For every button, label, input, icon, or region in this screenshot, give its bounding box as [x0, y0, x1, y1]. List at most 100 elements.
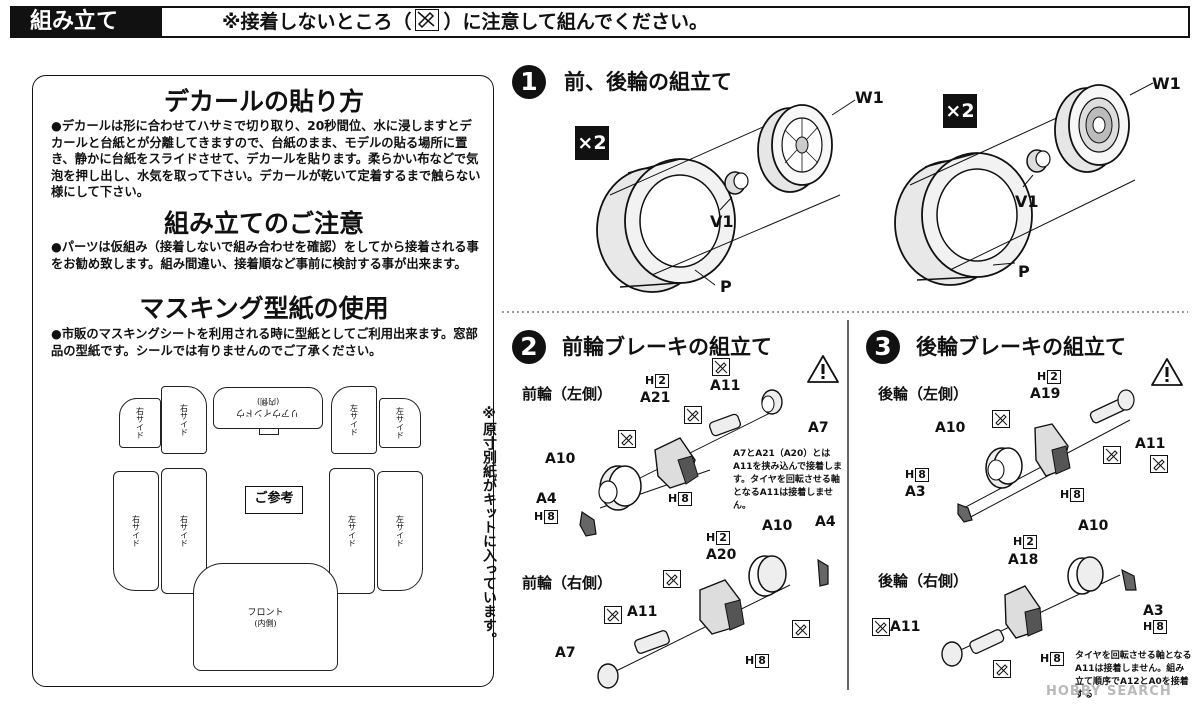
- h-number: 8: [1050, 652, 1064, 666]
- front-brake-diagram: [579, 389, 829, 689]
- decal-body: ●デカールは形に合わせてハサミで切り取り、20秒間位、水に浸しますとデカールと台…: [51, 119, 481, 199]
- template-rear-window-sub: (内側): [256, 397, 280, 406]
- template-label: 左サイド: [395, 407, 405, 439]
- template-windshield: フロント (内側): [193, 563, 338, 671]
- part-a10-upper: A10: [545, 451, 576, 467]
- header-note: ※接着しないところ（）に注意して組んでください。: [222, 8, 708, 36]
- h-number: 8: [915, 468, 929, 482]
- assembly-title: 組み立てのご注意: [163, 209, 364, 238]
- full-size-note: ※原寸別紙がキットに入っています。: [481, 406, 497, 646]
- part-a11-upper: A11: [710, 378, 741, 394]
- part-v1-left: V1: [710, 212, 734, 231]
- template-label: 右サイド: [131, 515, 141, 547]
- h-number: 8: [755, 654, 769, 668]
- h-number: 8: [544, 510, 558, 524]
- no-glue-icon: [618, 430, 636, 448]
- template-quarter-left-inner: 右サイド: [161, 386, 207, 454]
- part-a3-upper: A3: [905, 484, 926, 500]
- h-letter: H: [706, 531, 716, 544]
- rear-brake-note: タイヤを回転させる軸となるA11は接着しません。組み立て順序でA12とA0を接着…: [1075, 651, 1192, 700]
- masking-title: マスキング型紙の使用: [139, 294, 389, 323]
- part-w1-right: W1: [1152, 74, 1181, 93]
- step-1-title: 前、後輪の組立て: [564, 70, 732, 94]
- h-letter: H: [1013, 535, 1023, 548]
- warning-icon-step-3: [1151, 358, 1183, 386]
- h-letter: H: [745, 654, 755, 667]
- h-number: 8: [1070, 488, 1084, 502]
- no-glue-icon: [993, 660, 1011, 678]
- no-glue-icon: [604, 606, 622, 624]
- part-a21: A21: [640, 390, 671, 406]
- no-glue-icon: [712, 358, 730, 376]
- step-3-title: 後輪ブレーキの組立て: [916, 335, 1126, 359]
- h-letter: H: [645, 374, 655, 387]
- no-glue-icon: [684, 406, 702, 424]
- template-label: 右サイド: [179, 404, 189, 436]
- h-letter: H: [1060, 488, 1070, 501]
- info-panel: デカールの貼り方 ●デカールは形に合わせてハサミで切り取り、20秒間位、水に浸し…: [32, 75, 497, 687]
- part-a10-lower: A10: [762, 518, 793, 534]
- front-left-label: 前輪（左側）: [522, 385, 613, 403]
- h-number: 2: [716, 531, 730, 545]
- part-v1-right: V1: [1015, 192, 1039, 211]
- step-2-title: 前輪ブレーキの組立て: [562, 335, 772, 359]
- front-brake-note: A7とA21（A20）とはA11を挟み込んで接着します。タイヤを回転させる軸とな…: [733, 449, 843, 511]
- h-number: 8: [1153, 620, 1167, 634]
- part-a20: A20: [706, 547, 737, 563]
- no-glue-icon: [792, 620, 810, 638]
- part-p-left: P: [720, 277, 732, 296]
- h-letter: H: [1037, 370, 1047, 383]
- step-1-number: 1: [512, 65, 546, 99]
- step-3-number: 3: [866, 330, 900, 364]
- h-letter: H: [1040, 652, 1050, 665]
- rear-wheel-diagram: [894, 82, 1154, 286]
- template-label: 左サイド: [347, 515, 357, 547]
- front-right-label: 前輪（右側）: [522, 574, 613, 592]
- part-a11-lower: A11: [627, 604, 658, 620]
- h-number: 2: [1023, 535, 1037, 549]
- template-label: 左サイド: [349, 404, 359, 436]
- h-letter: H: [905, 468, 915, 481]
- template-rear-window: (内側) リアウインドウ: [213, 387, 323, 429]
- h-letter: H: [668, 492, 678, 505]
- assembly-body: ●パーツは仮組み（接着しないで組み合わせを確認）をしてから接着される事をお勧め致…: [51, 240, 479, 271]
- part-a10-lower-rear: A10: [1078, 518, 1109, 534]
- h-number: 8: [678, 492, 692, 506]
- template-label: 左サイド: [395, 515, 405, 547]
- template-label: 右サイド: [135, 407, 145, 439]
- part-a4-lower: A4: [815, 514, 836, 530]
- no-glue-icon: [415, 9, 440, 31]
- template-left-door-inner: 左サイド: [329, 468, 375, 594]
- section-dividers: [502, 311, 1188, 690]
- no-glue-icon: [872, 618, 890, 636]
- part-a10-upper-rear: A10: [935, 420, 966, 436]
- template-label: 右サイド: [179, 515, 189, 547]
- no-glue-icon: [992, 410, 1010, 428]
- h-letter: H: [1143, 620, 1153, 633]
- part-a7-lower: A7: [555, 645, 576, 661]
- template-right-door-outer: 右サイド: [113, 471, 159, 591]
- header-note-after: ）に注意して組んでください。: [443, 11, 708, 33]
- page-header: 組み立て ※接着しないところ（）に注意して組んでください。: [10, 6, 1190, 38]
- part-p-right: P: [1018, 262, 1030, 281]
- masking-body: ●市販のマスキングシートを利用される時に型紙としてご利用出来ます。窓部品の型紙で…: [51, 327, 478, 358]
- rear-brake-diagram: [941, 389, 1137, 667]
- part-a3-lower: A3: [1143, 603, 1164, 619]
- decal-title: デカールの貼り方: [163, 87, 364, 116]
- part-w1-left: W1: [855, 88, 884, 107]
- reference-label: ご参考: [245, 486, 303, 514]
- header-title: 組み立て: [12, 8, 162, 36]
- h-letter: H: [534, 510, 544, 523]
- part-a19: A19: [1030, 386, 1061, 402]
- quantity-badge-right: ×2: [943, 94, 977, 128]
- template-mirror-tab: [259, 429, 279, 435]
